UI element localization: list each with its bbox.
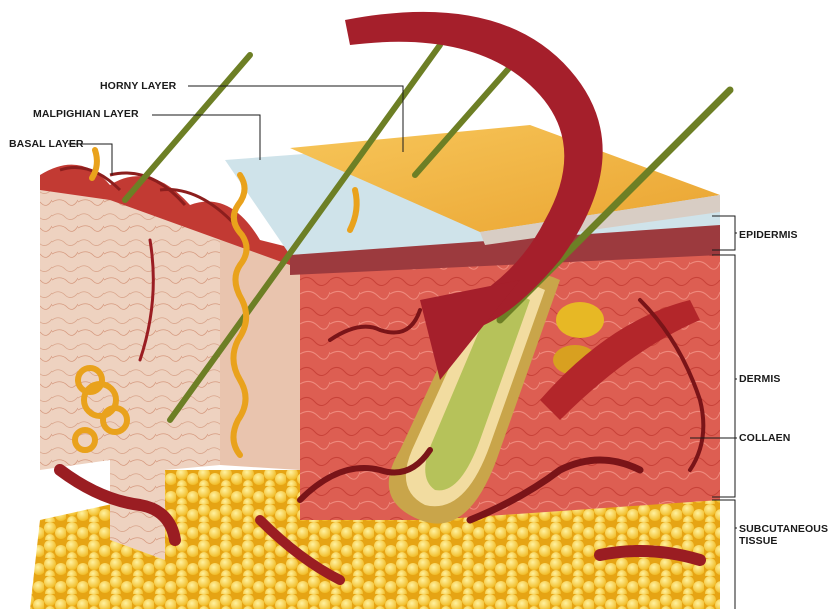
epidermis-layers — [225, 125, 720, 275]
label-subcutaneous-line1: SUBCUTANEOUS — [739, 523, 828, 535]
label-horny-layer: HORNY LAYER — [100, 80, 176, 92]
label-basal-layer: BASAL LAYER — [9, 138, 84, 150]
left-cut-face — [40, 175, 110, 470]
label-collagen: COLLAEN — [739, 432, 790, 444]
label-epidermis: EPIDERMIS — [739, 229, 798, 241]
label-subcutaneous-line2: TISSUE — [739, 535, 828, 547]
label-malpighian-layer: MALPIGHIAN LAYER — [33, 108, 139, 120]
label-subcutaneous-tissue: SUBCUTANEOUS TISSUE — [739, 523, 828, 547]
label-dermis: DERMIS — [739, 373, 780, 385]
